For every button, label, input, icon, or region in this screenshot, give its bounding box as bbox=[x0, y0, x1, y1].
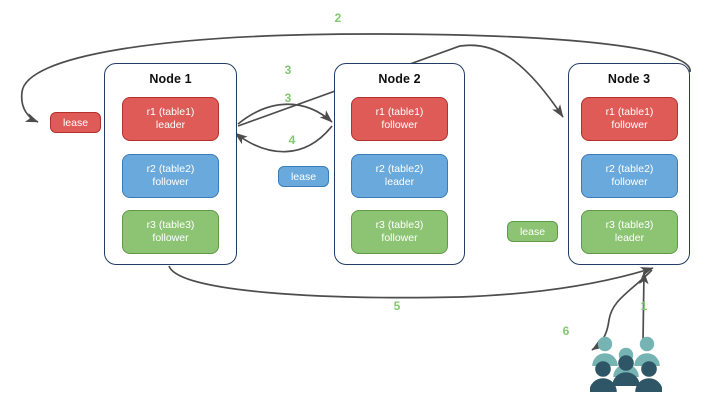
step-label-3a: 3 bbox=[284, 63, 292, 77]
node-2-replica-r2-line2: leader bbox=[384, 176, 415, 188]
node-3-replica-r2[interactable]: r2 (table2) follower bbox=[581, 154, 678, 198]
step-label-6: 6 bbox=[562, 324, 570, 338]
node-3-replica-r2-line1: r2 (table2) bbox=[605, 163, 654, 175]
node-1-title: Node 1 bbox=[149, 72, 192, 86]
node-2-replica-r1-line1: r1 (table1) bbox=[375, 106, 424, 118]
node-3-replica-r2-line2: follower bbox=[611, 176, 648, 188]
users-front-row bbox=[590, 355, 662, 392]
node-3-replica-r3-line1: r3 (table3) bbox=[605, 219, 654, 231]
node-3-replica-r3[interactable]: r3 (table3) leader bbox=[581, 210, 678, 254]
node-3-replica-r3-line2: leader bbox=[614, 232, 645, 244]
node-2-replica-r3[interactable]: r3 (table3) follower bbox=[351, 210, 448, 254]
step-label-5: 5 bbox=[393, 299, 401, 313]
step-label-2: 2 bbox=[334, 11, 342, 25]
node-1-replica-r3-line2: follower bbox=[152, 232, 189, 244]
node-3-replica-r1-line2: follower bbox=[611, 119, 648, 131]
edge-step-5 bbox=[168, 265, 654, 299]
lease-badge-r2[interactable]: lease bbox=[278, 166, 329, 187]
node-1-replica-r3[interactable]: r3 (table3) follower bbox=[122, 210, 219, 254]
node-1-replica-r1-line2: leader bbox=[155, 119, 186, 131]
step-label-3b: 3 bbox=[284, 91, 292, 105]
edge-step-4 bbox=[234, 125, 333, 153]
node-3-title: Node 3 bbox=[607, 72, 651, 86]
lease-badge-r1[interactable]: lease bbox=[50, 112, 101, 133]
node-2-replica-r3-line2: follower bbox=[381, 232, 418, 244]
node-2-title: Node 2 bbox=[378, 72, 421, 86]
node-1-replica-r3-line1: r3 (table3) bbox=[146, 219, 195, 231]
lease-badge-r3[interactable]: lease bbox=[507, 221, 558, 242]
node-2-replica-r3-line1: r3 (table3) bbox=[375, 219, 424, 231]
node-1-replica-r1[interactable]: r1 (table1) leader bbox=[122, 97, 219, 141]
node-1-replica-r2-line2: follower bbox=[152, 176, 189, 188]
node-2-replica-r1-line2: follower bbox=[381, 119, 418, 131]
node-3-replica-r1[interactable]: r1 (table1) follower bbox=[581, 97, 678, 141]
node-2-replica-r2[interactable]: r2 (table2) leader bbox=[351, 154, 448, 198]
node-3-replica-r1-line1: r1 (table1) bbox=[605, 106, 654, 118]
node-1-replica-r2[interactable]: r2 (table2) follower bbox=[122, 154, 219, 198]
users-icon bbox=[590, 336, 662, 392]
node-2-replica-r1[interactable]: r1 (table1) follower bbox=[351, 97, 448, 141]
step-label-1: 1 bbox=[640, 299, 648, 313]
node-1-replica-r2-line1: r2 (table2) bbox=[146, 163, 195, 175]
step-label-4: 4 bbox=[288, 133, 296, 147]
node-2-replica-r2-line1: r2 (table2) bbox=[375, 163, 424, 175]
node-1-replica-r1-line1: r1 (table1) bbox=[146, 106, 195, 118]
edge-step-3-to-node2 bbox=[237, 103, 333, 125]
